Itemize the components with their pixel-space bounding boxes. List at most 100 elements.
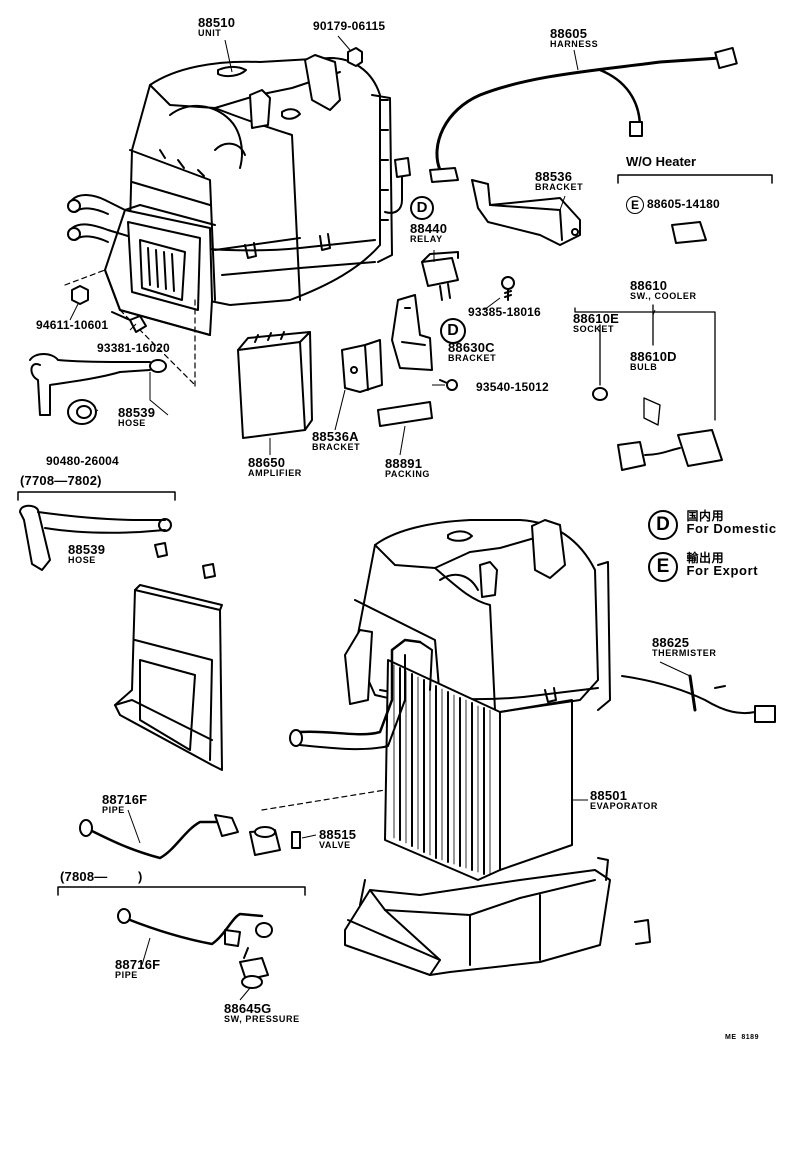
callout-88610E: 88610E SOCKET	[573, 312, 619, 334]
legend-domestic: D 国内用 For Domestic	[648, 510, 777, 540]
callout-88539-upper: 88539 HOSE	[118, 406, 155, 428]
callout-88650: 88650 AMPLIFIER	[248, 456, 302, 478]
part-number: 88625	[652, 635, 690, 650]
part-name: SOCKET	[573, 324, 615, 334]
callout-88536A: 88536A BRACKET	[312, 430, 360, 452]
part-name: AMPLIFIER	[248, 468, 302, 478]
sw-pressure-88645G	[239, 947, 269, 989]
part-number: 88501	[590, 788, 628, 803]
callout-88645G: 88645G SW, PRESSURE	[224, 1002, 300, 1024]
screw-93381	[111, 311, 147, 333]
harness-88605	[384, 46, 738, 214]
pipe-stubs-upper	[67, 194, 129, 243]
amplifier-88650	[237, 331, 313, 439]
range-bracket-2	[57, 886, 306, 896]
part-number: 88536A	[312, 429, 359, 444]
sw-cooler-88610	[574, 304, 723, 471]
range-label-1: (7708—7802)	[20, 473, 102, 488]
callout-88536: 88536 BRACKET	[535, 170, 583, 192]
callout-90480-26004: 90480-26004	[46, 454, 119, 468]
callout-90179-06115: 90179-06115	[313, 19, 386, 33]
part-number: 88716F	[102, 792, 148, 807]
callout-88891: 88891 PACKING	[385, 457, 430, 479]
legend-letter-D: D	[648, 510, 678, 540]
relay-88440	[421, 251, 459, 301]
part-number: 88610	[630, 278, 668, 293]
blower-case-lower	[114, 584, 223, 771]
nut-90179	[347, 47, 363, 67]
part-number: 88539	[118, 405, 156, 420]
mark-D-bracket: D	[440, 318, 466, 344]
callout-88610D: 88610D BULB	[630, 350, 677, 372]
part-name: BRACKET	[448, 353, 497, 363]
hose-88539-lower	[19, 504, 172, 571]
part-number: 88610D	[630, 349, 677, 364]
evaporator-lower-tray	[344, 857, 611, 976]
callout-88630C: 88630C BRACKET	[448, 341, 496, 363]
callout-88501: 88501 EVAPORATOR	[590, 789, 658, 811]
grommet-90480	[67, 399, 97, 425]
part-name: PACKING	[385, 469, 431, 479]
range-label-2: (7808— )	[60, 869, 143, 884]
part-name: BRACKET	[535, 182, 584, 192]
nut-94611	[71, 285, 89, 305]
wo-heater-title: W/O Heater	[626, 154, 697, 169]
part-number: 88515	[319, 827, 357, 842]
legend-en: For Export	[686, 563, 759, 578]
thermister-88625	[621, 674, 776, 723]
part-number: 88440	[410, 221, 448, 236]
callout-88716F-upper: 88716F PIPE	[102, 793, 147, 815]
evaporator-core	[384, 659, 573, 881]
part-name: HOSE	[68, 555, 96, 565]
wo-heater-part: 88605-14180	[647, 197, 720, 211]
screw-93385	[501, 276, 515, 301]
part-name: PIPE	[102, 805, 125, 815]
screw-93540	[439, 379, 458, 391]
range-bracket-1	[17, 491, 176, 501]
diagram-code: ME 8189	[725, 1034, 759, 1041]
callout-88625: 88625 THERMISTER	[652, 636, 717, 658]
legend-jp: 国内用	[686, 509, 725, 523]
part-number: 88891	[385, 456, 423, 471]
evaporator-unit-lower	[344, 519, 611, 713]
part-name: BRACKET	[312, 442, 361, 452]
callout-88510: 88510 UNIT	[198, 16, 235, 38]
part-name: VALVE	[319, 840, 351, 850]
part-number: 88650	[248, 455, 286, 470]
clip-1	[154, 542, 168, 558]
pipe-88716F-lower	[117, 908, 273, 947]
callout-93540-15012: 93540-15012	[476, 380, 549, 394]
callout-93381-16020: 93381-16020	[97, 341, 170, 355]
packing-88891	[377, 401, 433, 427]
part-name: HOSE	[118, 418, 146, 428]
evaporator-pipe	[289, 638, 433, 751]
callout-94611-10601: 94611-10601	[36, 318, 109, 332]
callout-88539-lower: 88539 HOSE	[68, 543, 105, 565]
part-number: 88630C	[448, 340, 495, 355]
legend-export: E 輸出用 For Export	[648, 552, 758, 582]
legend-letter-E: E	[648, 552, 678, 582]
bracket-88630C	[391, 294, 433, 371]
part-name: BULB	[630, 362, 658, 372]
callout-93385-18016: 93385-18016	[468, 305, 541, 319]
valve-88515	[249, 789, 386, 856]
part-number: 88536	[535, 169, 573, 184]
part-name: SW., COOLER	[630, 291, 697, 301]
clip-3	[634, 919, 651, 945]
callout-88610: 88610 SW., COOLER	[630, 279, 697, 301]
pipe-88716F-upper	[79, 814, 239, 860]
part-name: SW, PRESSURE	[224, 1014, 300, 1024]
part-number: 88610E	[573, 311, 620, 326]
part-number: 88539	[68, 542, 106, 557]
part-number: 88645G	[224, 1001, 272, 1016]
wo-heater-mark-E: E	[626, 196, 644, 214]
bracket-88536A	[341, 339, 383, 393]
hose-88539-upper	[29, 353, 167, 416]
callout-88605: 88605 HARNESS	[550, 27, 598, 49]
part-number: 88510	[198, 15, 236, 30]
callout-88716F-lower: 88716F PIPE	[115, 958, 160, 980]
wo-heater-group: W/O Heater	[626, 155, 696, 168]
wo-heater-bracket	[617, 174, 773, 244]
part-name: PIPE	[115, 970, 138, 980]
